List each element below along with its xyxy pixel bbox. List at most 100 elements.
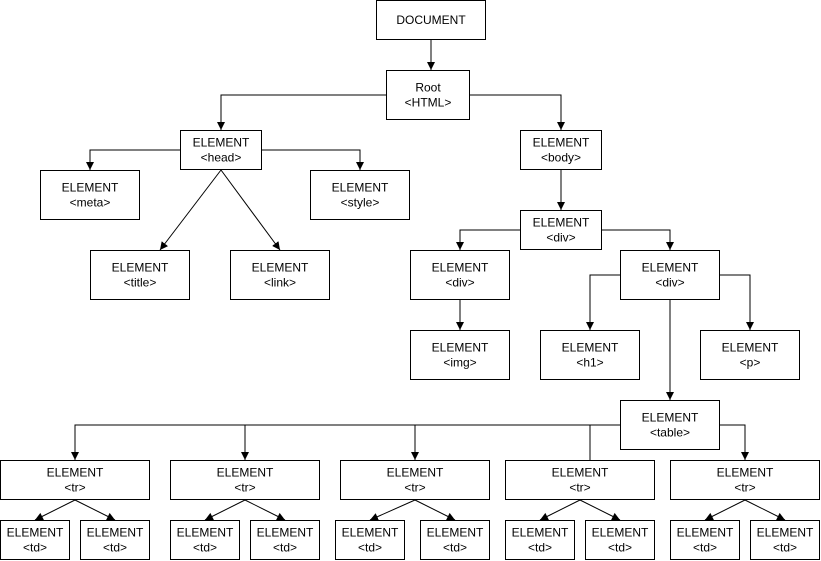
- node-img: ELEMENT<img>: [410, 330, 510, 380]
- node-box: [386, 70, 470, 120]
- edge-div2-to-h1: [586, 274, 620, 330]
- node-label: ELEMENT: [533, 216, 590, 230]
- edge-head-to-meta: [86, 149, 180, 170]
- node-label: <p>: [740, 356, 761, 370]
- edge-tr4-to-td4b: [579, 499, 621, 521]
- node-box: [585, 520, 655, 560]
- node-label: ELEMENT: [387, 466, 444, 480]
- node-tr4: ELEMENT<tr>: [505, 460, 655, 500]
- node-link: ELEMENT<link>: [230, 250, 330, 300]
- node-meta: ELEMENT<meta>: [40, 170, 140, 220]
- node-box: [410, 330, 510, 380]
- node-label: <h1>: [576, 356, 603, 370]
- node-label: ELEMENT: [552, 466, 609, 480]
- edge-tr4-to-td4a: [539, 499, 581, 521]
- edges-layer: [34, 40, 786, 521]
- node-label: <tr>: [734, 481, 755, 495]
- edge-tr1-to-td1b: [74, 499, 116, 521]
- node-label: ELEMENT: [757, 526, 814, 540]
- node-box: [376, 0, 486, 40]
- node-label: <td>: [528, 541, 552, 555]
- node-label: <tr>: [404, 481, 425, 495]
- node-box: [670, 460, 820, 500]
- edge-div0-to-div1: [456, 229, 520, 250]
- node-label: ELEMENT: [257, 526, 314, 540]
- node-h1: ELEMENT<h1>: [540, 330, 640, 380]
- node-label: ELEMENT: [332, 181, 389, 195]
- node-box: [520, 210, 602, 250]
- node-div1: ELEMENT<div>: [410, 250, 510, 300]
- node-label: <img>: [443, 356, 476, 370]
- node-label: <td>: [443, 541, 467, 555]
- node-p: ELEMENT<p>: [700, 330, 800, 380]
- node-td5b: ELEMENT<td>: [750, 520, 820, 560]
- node-label: <link>: [264, 276, 296, 290]
- edge-table-to-tr5: [720, 424, 749, 460]
- node-label: <td>: [608, 541, 632, 555]
- node-box: [670, 520, 740, 560]
- node-label: <title>: [124, 276, 157, 290]
- node-label: ELEMENT: [717, 466, 774, 480]
- node-label: ELEMENT: [642, 261, 699, 275]
- edge-tr2-to-td2a: [204, 499, 246, 521]
- edge-root-to-body: [470, 94, 565, 130]
- node-label: Root: [415, 81, 441, 95]
- node-td4a: ELEMENT<td>: [505, 520, 575, 560]
- node-table: ELEMENT<table>: [620, 400, 720, 450]
- node-box: [410, 250, 510, 300]
- node-box: [170, 520, 240, 560]
- edge-tr1-to-td1a: [34, 499, 76, 521]
- edge-head-to-title: [159, 169, 222, 251]
- node-label: ELEMENT: [7, 526, 64, 540]
- edge-tr2-to-td2b: [244, 499, 286, 521]
- node-title: ELEMENT<title>: [90, 250, 190, 300]
- node-document: DOCUMENT: [376, 0, 486, 40]
- node-div0: ELEMENT<div>: [520, 210, 602, 250]
- node-label: ELEMENT: [427, 526, 484, 540]
- node-box: [340, 460, 490, 500]
- node-box: [540, 330, 640, 380]
- node-box: [700, 330, 800, 380]
- node-body: ELEMENT<body>: [520, 130, 602, 170]
- node-box: [0, 520, 70, 560]
- node-label: ELEMENT: [432, 261, 489, 275]
- node-label: <HTML>: [405, 96, 452, 110]
- node-box: [505, 520, 575, 560]
- node-label: <td>: [693, 541, 717, 555]
- node-label: ELEMENT: [512, 526, 569, 540]
- node-tr1: ELEMENT<tr>: [0, 460, 150, 500]
- edge-tr5-to-td5a: [704, 499, 746, 521]
- edge-tr5-to-td5b: [744, 499, 786, 521]
- node-label: <head>: [201, 151, 242, 165]
- node-td3b: ELEMENT<td>: [420, 520, 490, 560]
- node-label: ELEMENT: [47, 466, 104, 480]
- node-label: ELEMENT: [217, 466, 274, 480]
- node-label: <td>: [23, 541, 47, 555]
- node-td4b: ELEMENT<td>: [585, 520, 655, 560]
- node-box: [0, 460, 150, 500]
- node-label: ELEMENT: [642, 411, 699, 425]
- node-label: ELEMENT: [722, 341, 779, 355]
- node-box: [505, 460, 655, 500]
- edge-root-to-head: [217, 94, 386, 130]
- node-td2b: ELEMENT<td>: [250, 520, 320, 560]
- node-label: ELEMENT: [112, 261, 169, 275]
- node-label: ELEMENT: [562, 341, 619, 355]
- node-td5a: ELEMENT<td>: [670, 520, 740, 560]
- node-box: [180, 130, 262, 170]
- node-label: <meta>: [70, 196, 111, 210]
- node-box: [230, 250, 330, 300]
- node-label: ELEMENT: [177, 526, 234, 540]
- node-style: ELEMENT<style>: [310, 170, 410, 220]
- node-label: <tr>: [569, 481, 590, 495]
- node-label: ELEMENT: [677, 526, 734, 540]
- node-label: <div>: [445, 276, 474, 290]
- node-label: <div>: [546, 231, 575, 245]
- node-label: <table>: [650, 426, 690, 440]
- node-head: ELEMENT<head>: [180, 130, 262, 170]
- node-label: ELEMENT: [592, 526, 649, 540]
- node-box: [170, 460, 320, 500]
- node-tr5: ELEMENT<tr>: [670, 460, 820, 500]
- node-label: ELEMENT: [193, 136, 250, 150]
